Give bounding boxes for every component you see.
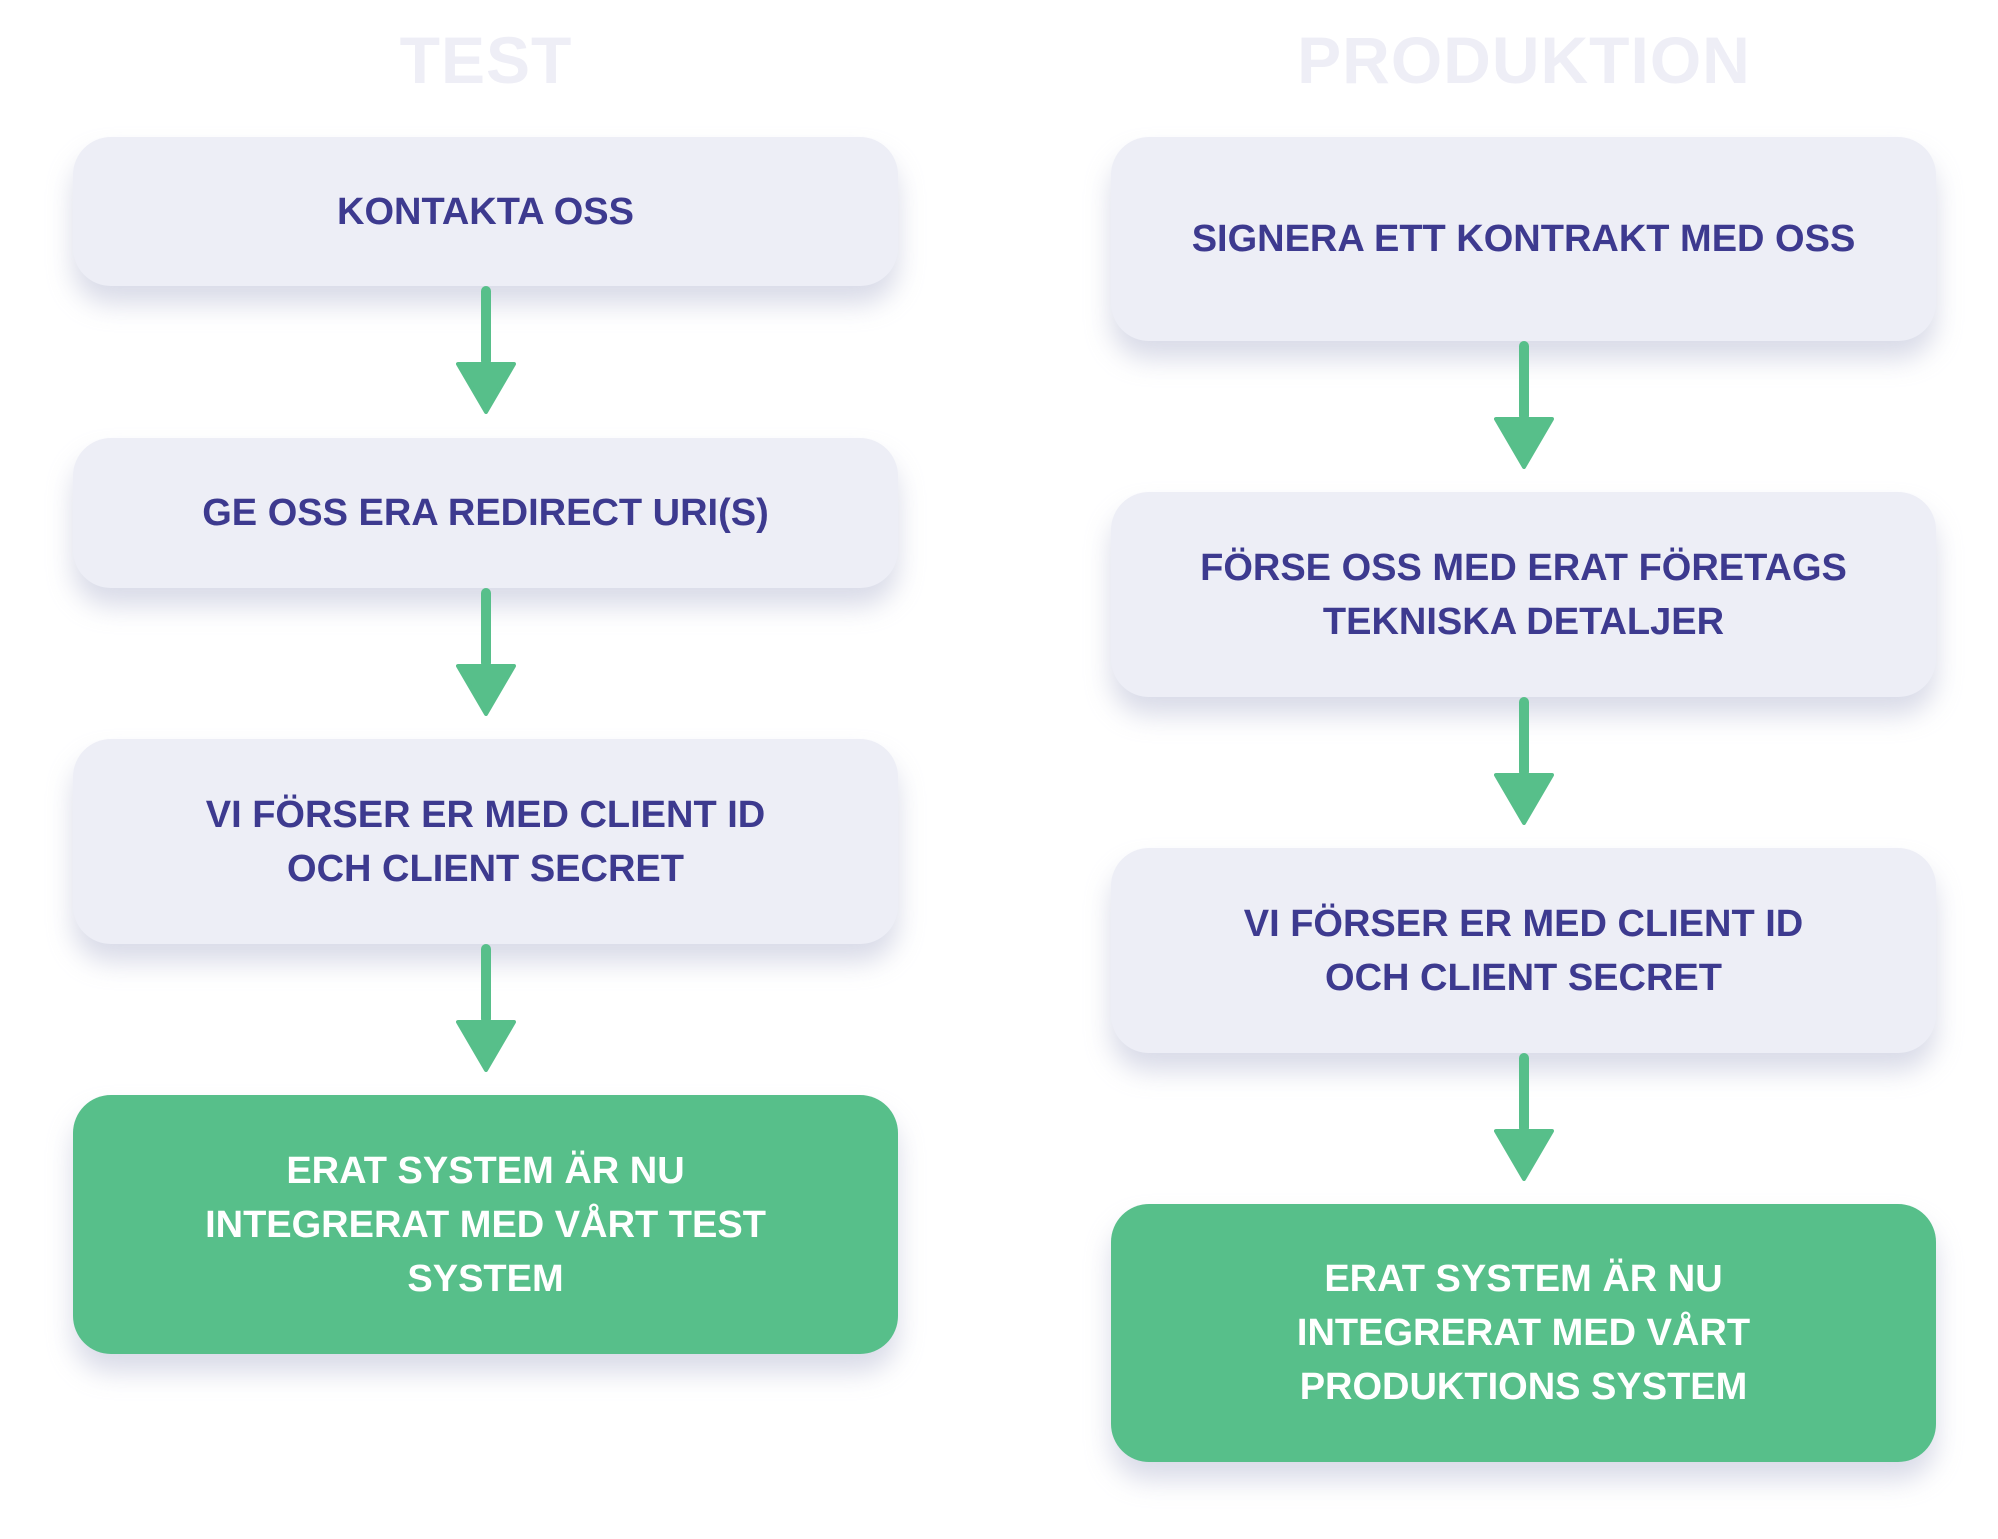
prod-step-final: ERAT SYSTEM ÄR NU INTEGRERAT MED VÅRT PR… xyxy=(1111,1204,1936,1462)
column-title-test: TEST xyxy=(399,23,573,97)
arrow-down-icon xyxy=(1494,697,1554,825)
arrow-down-icon xyxy=(1494,1053,1554,1181)
prod-step-3: VI FÖRSER ER MED CLIENT ID OCH CLIENT SE… xyxy=(1111,848,1936,1053)
arrow-down-icon xyxy=(1494,341,1554,469)
test-step-2: GE OSS ERA REDIRECT URI(S) xyxy=(73,438,898,588)
prod-step-2: FÖRSE OSS MED ERAT FÖRETAGS TEKNISKA DET… xyxy=(1111,492,1936,697)
arrow-down-icon xyxy=(456,588,516,716)
prod-step-1: SIGNERA ETT KONTRAKT MED OSS xyxy=(1111,137,1936,341)
column-title-produktion: PRODUKTION xyxy=(1297,23,1751,97)
test-step-final: ERAT SYSTEM ÄR NU INTEGRERAT MED VÅRT TE… xyxy=(73,1095,898,1354)
arrow-down-icon xyxy=(456,286,516,414)
test-step-1: KONTAKTA OSS xyxy=(73,137,898,286)
arrow-down-icon xyxy=(456,944,516,1072)
test-step-3: VI FÖRSER ER MED CLIENT ID OCH CLIENT SE… xyxy=(73,739,898,944)
